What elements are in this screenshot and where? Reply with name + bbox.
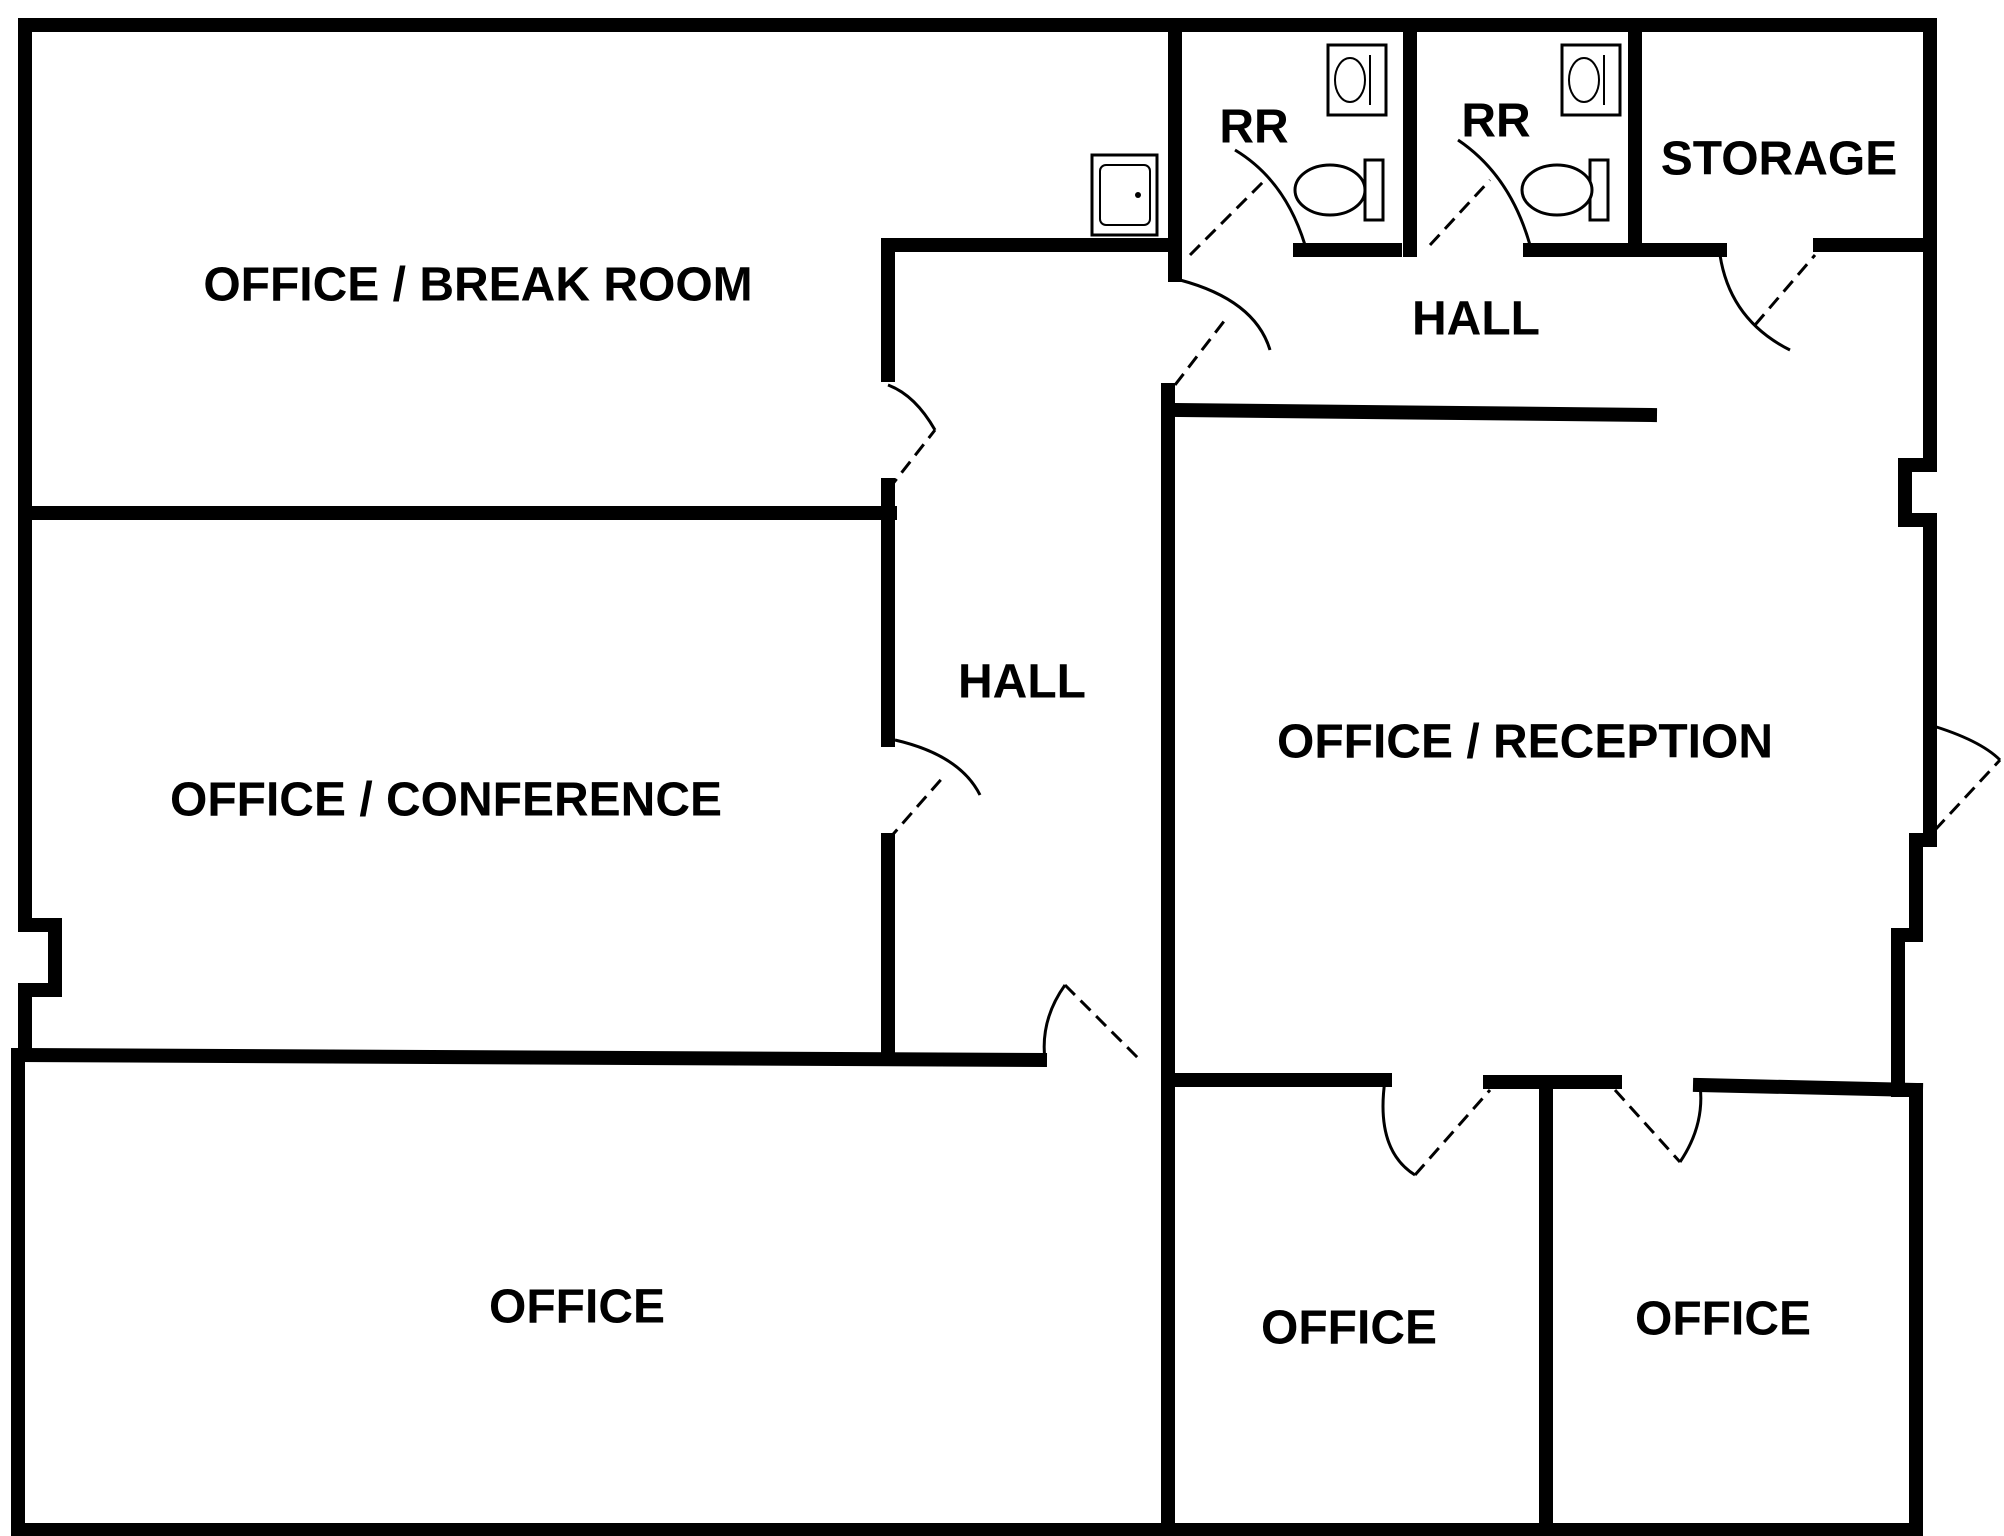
label-office-bottom-left: OFFICE: [489, 1281, 665, 1334]
wall-office-right-top: [1692, 1077, 1924, 1098]
doors: [886, 138, 2002, 1177]
label-storage: STORAGE: [1661, 133, 1897, 186]
door-storage: [1718, 254, 1817, 352]
label-office-bottom-right: OFFICE: [1635, 1293, 1811, 1346]
label-restroom-2: RR: [1461, 95, 1530, 148]
exterior-walls: [11, 18, 1937, 1536]
door-restroom-1: [1188, 148, 1307, 257]
label-conference: OFFICE / CONFERENCE: [170, 774, 722, 827]
door-hall-top: [1173, 278, 1272, 386]
label-reception: OFFICE / RECEPTION: [1277, 716, 1773, 769]
sink-icon: [1090, 153, 1159, 237]
wall-exterior-top: [18, 18, 1937, 932]
wall-exterior-notch-right-upper: [1898, 233, 1937, 722]
door-restroom-2: [1428, 138, 1532, 247]
wall-exterior-right-jog: [1909, 708, 1937, 867]
label-hall-top: HALL: [1412, 293, 1540, 346]
label-hall-vertical: HALL: [958, 656, 1086, 709]
door-bottom-office: [1042, 983, 1142, 1062]
wall-exterior-notch-right-lower: [1891, 853, 1923, 1097]
label-restroom-1: RR: [1219, 101, 1288, 154]
wall-exterior-bottom: [11, 1048, 1923, 1536]
interior-walls: [14, 18, 1937, 1536]
wall-conference-office: [14, 1047, 1048, 1068]
wall-reception-top: [1167, 402, 1658, 423]
room-labels: OFFICE / BREAK ROOM OFFICE / CONFERENCE …: [170, 95, 1897, 1355]
sink-icon: [1326, 43, 1388, 117]
wall-exterior-notch-left: [18, 918, 62, 1062]
toilet-icon: [1293, 158, 1385, 222]
door-office-middle: [1381, 1079, 1492, 1177]
label-break-room: OFFICE / BREAK ROOM: [203, 259, 752, 312]
door-office-right: [1613, 1084, 1703, 1164]
door-entry-right: [1929, 723, 2002, 832]
sink-icon: [1560, 43, 1622, 117]
door-break-room: [886, 383, 937, 491]
label-office-bottom-middle: OFFICE: [1261, 1302, 1437, 1355]
toilet-icon: [1520, 158, 1610, 222]
door-conference: [886, 738, 982, 841]
